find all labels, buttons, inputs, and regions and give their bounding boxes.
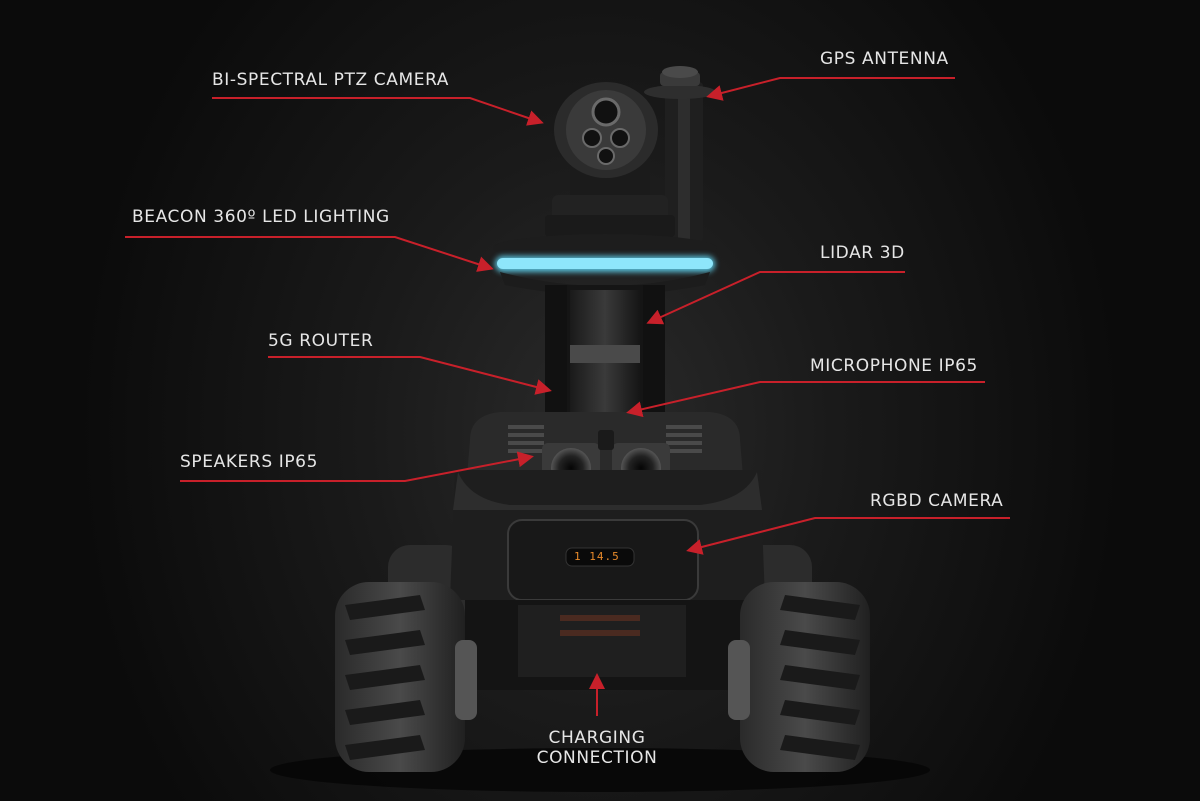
front-wheels — [335, 582, 870, 772]
gps-antenna-mast — [644, 66, 716, 242]
label-charging-connection: CHARGING CONNECTION — [520, 728, 674, 768]
label-charging-line2: CONNECTION — [536, 748, 658, 768]
body-display-readout: 1 14.5 — [574, 550, 620, 563]
label-router: 5G ROUTER — [268, 331, 374, 351]
main-body — [450, 470, 765, 601]
label-lidar: LIDAR 3D — [820, 243, 905, 263]
central-column — [545, 285, 665, 425]
label-gps-antenna: GPS ANTENNA — [820, 49, 949, 69]
label-speakers: SPEAKERS IP65 — [180, 452, 319, 472]
label-microphone: MICROPHONE IP65 — [810, 356, 978, 376]
label-rgbd-camera: RGBD CAMERA — [870, 491, 1004, 511]
label-beacon: BEACON 360º LED LIGHTING — [132, 207, 390, 227]
label-charging-line1: CHARGING — [548, 728, 646, 748]
ptz-camera-unit — [545, 82, 675, 237]
lower-chassis — [465, 600, 745, 690]
label-ptz-camera: BI-SPECTRAL PTZ CAMERA — [212, 70, 450, 90]
